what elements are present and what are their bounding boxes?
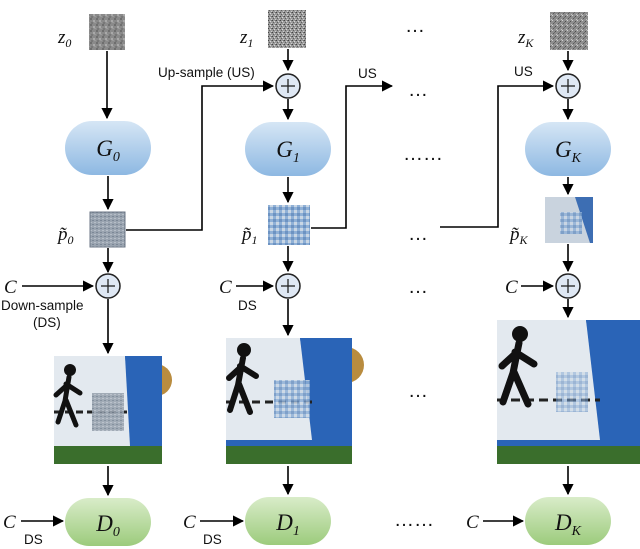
ds-label-bottom-1: DS [203,532,222,547]
adder-node-0 [95,273,121,299]
us-label-k: US [514,64,533,79]
column-0: z0 G0 p̃0 Up-sample (US) C Down-sample (… [1,14,275,547]
ellipsis-us: … [408,79,428,101]
noise-image-0 [89,14,125,50]
generator-node-1: G1 [245,122,331,176]
generator-node-0: G0 [65,121,151,175]
noise-label-k: zK [517,27,534,50]
ellipsis-noise: … [405,15,425,37]
svg-text:DK: DK [554,510,582,539]
noise-label-1: z1 [239,27,253,50]
noise-image-k [550,12,588,50]
ds-label-top-1: DS [238,298,257,313]
patch-image-k [545,197,593,243]
us-label-0: Up-sample (US) [158,65,255,80]
patch-label-1: p̃1 [240,224,258,247]
discriminator-node-0: D0 [65,498,151,546]
ds-label-top-0-line2: (DS) [33,315,61,330]
noise-label-0: z0 [57,27,71,50]
ellipsis-disc: …… [394,509,434,531]
ds-label-top-0: Down-sample [1,298,84,313]
discriminator-node-1: D1 [245,497,331,545]
adder-node-1 [275,273,301,299]
sign-image-0 [53,356,172,464]
ellipsis-image: … [408,380,428,402]
svg-text:D0: D0 [95,511,120,540]
condition-bottom-1: C [183,512,196,533]
ellipsis-gen: …… [403,143,443,165]
noise-image-1 [268,10,306,48]
patch-image-1 [268,205,310,245]
adder-node-k-us [555,73,581,99]
svg-text:GK: GK [555,137,582,166]
column-1: z1 G1 p̃1 US C DS [183,10,394,547]
generator-node-k: GK [525,122,611,176]
sign-image-k [497,320,640,464]
adder-node-1-us [275,73,301,99]
svg-text:G1: G1 [276,137,300,166]
us-label-mid: US [358,66,377,81]
ellipsis-group: … … …… … … … …… [394,15,443,531]
patch-label-0: p̃0 [56,224,74,247]
sign-image-1 [226,338,364,464]
condition-top-1: C [219,277,232,298]
condition-bottom-k: C [466,512,479,533]
svg-text:G0: G0 [96,136,120,165]
condition-bottom-0: C [3,512,16,533]
adder-node-k [555,273,581,299]
column-k: zK US GK p̃K C [440,12,640,545]
patch-image-0 [89,211,126,248]
ellipsis-adder: … [408,276,428,298]
condition-top-k: C [505,277,518,298]
ds-label-bottom-0: DS [24,532,43,547]
condition-top-0: C [4,277,17,298]
patch-label-k: p̃K [508,224,529,247]
svg-text:D1: D1 [275,510,300,539]
ellipsis-patch: … [408,223,428,245]
discriminator-node-k: DK [525,497,611,545]
